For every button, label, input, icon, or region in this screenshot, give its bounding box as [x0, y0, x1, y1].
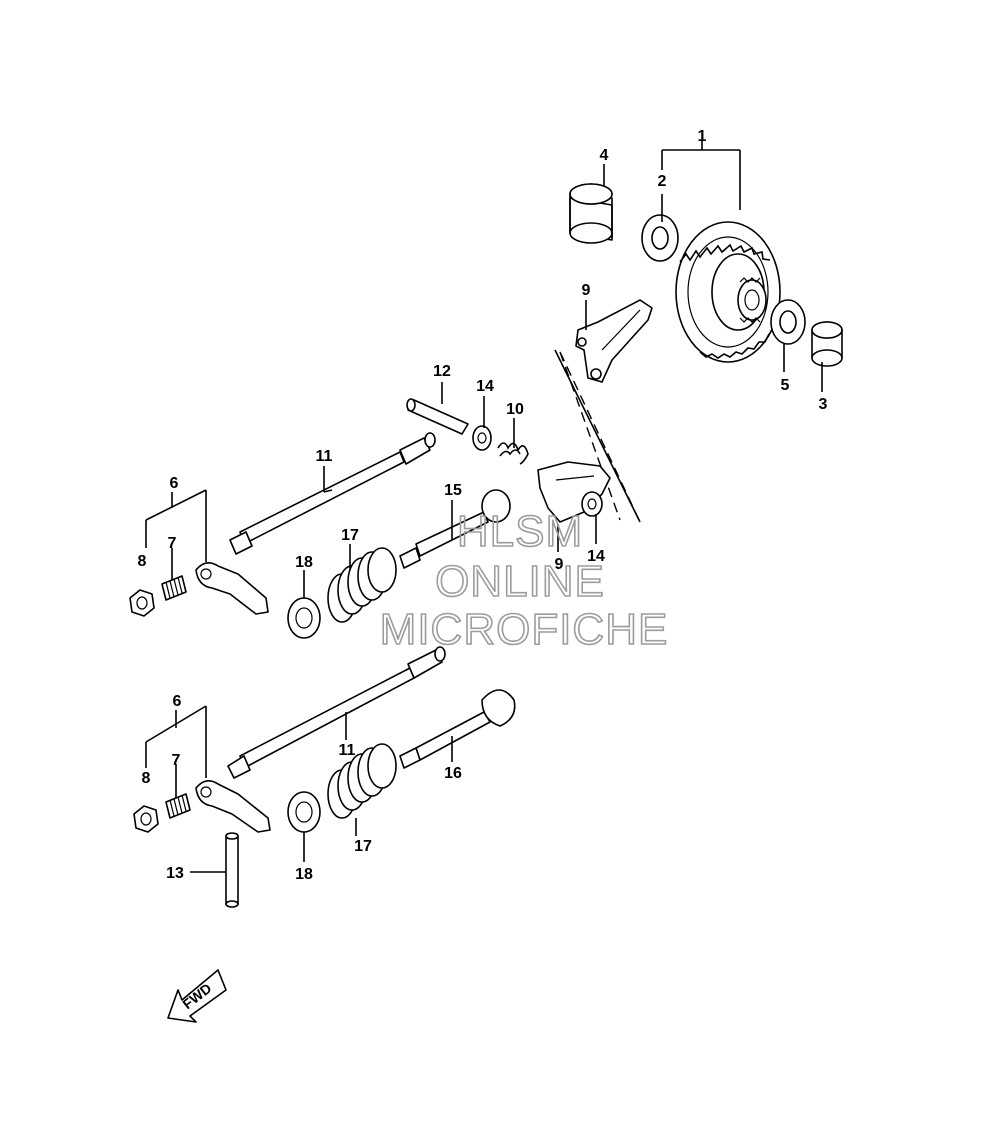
- callout-2: 2: [658, 173, 667, 190]
- cam-gear: [675, 221, 781, 363]
- callout-14-upper: 14: [476, 378, 494, 395]
- construction-line: [559, 351, 641, 523]
- callout-6-lower: 6: [173, 693, 182, 710]
- callout-11-upper: 11: [316, 448, 333, 465]
- washer-5: [770, 299, 806, 345]
- leader-lines: [145, 140, 823, 873]
- valve-spring-17-lower: [327, 743, 397, 819]
- bushing-4: [569, 183, 613, 244]
- spring-10: [497, 442, 529, 465]
- washer-14-upper: [472, 425, 492, 451]
- adjust-screw-7-upper: [161, 575, 187, 601]
- watermark-line-2: ONLINE: [435, 557, 605, 606]
- callout-14-lower: 14: [587, 548, 605, 565]
- callout-6-upper: 6: [170, 475, 179, 492]
- adjust-screw-7-lower: [165, 793, 191, 819]
- callout-9-lower: 9: [555, 556, 564, 573]
- callout-12: 12: [433, 363, 451, 380]
- valve-spring-17-upper: [327, 547, 397, 623]
- fwd-arrow: FWD: [167, 969, 227, 1023]
- callout-18-upper: 18: [295, 554, 313, 571]
- watermark: HLSM ONLINE MICROFICHE: [379, 506, 669, 655]
- callout-8-lower: 8: [142, 770, 151, 787]
- callout-7-lower: 7: [172, 752, 181, 769]
- construction-line-solid: [554, 349, 641, 523]
- nut-8-lower: [133, 805, 159, 833]
- callout-18-lower: 18: [295, 866, 313, 883]
- callout-4: 4: [600, 147, 609, 164]
- callout-16: 16: [444, 765, 462, 782]
- callout-10: 10: [506, 401, 524, 418]
- callout-labels: 1 2 3 4 5 9 12 14 10 11 15 6 17 7 8 18 1…: [138, 128, 828, 883]
- callout-3: 3: [819, 396, 828, 413]
- callout-17-lower: 17: [354, 838, 372, 855]
- callout-11-lower: 11: [339, 742, 356, 759]
- callout-5: 5: [781, 377, 790, 394]
- valve-16: [399, 689, 516, 769]
- washer-2: [641, 214, 679, 262]
- rocker-arm-6-lower: [195, 780, 271, 833]
- nut-8-upper: [129, 589, 155, 617]
- callout-1: 1: [698, 128, 707, 145]
- decomp-arm-9-lower: [537, 461, 611, 523]
- callout-7-upper: 7: [168, 535, 177, 552]
- pushrod-11-lower: [227, 646, 446, 779]
- rocker-arm-6-upper: [195, 562, 269, 615]
- callout-17-upper: 17: [341, 527, 359, 544]
- bearing-3: [811, 321, 843, 367]
- pin-12: [406, 398, 469, 435]
- callout-9-upper: 9: [582, 282, 591, 299]
- decomp-arm-9-upper: [575, 299, 653, 383]
- pin-13: [225, 832, 239, 908]
- callout-13: 13: [166, 865, 184, 882]
- watermark-line-1: HLSM: [457, 507, 583, 556]
- retainer-18-lower: [287, 791, 321, 833]
- retainer-18-upper: [287, 597, 321, 639]
- callout-15: 15: [444, 482, 462, 499]
- pushrod-11-upper: [229, 432, 436, 555]
- watermark-line-3: MICROFICHE: [380, 605, 669, 654]
- callout-8-upper: 8: [138, 553, 147, 570]
